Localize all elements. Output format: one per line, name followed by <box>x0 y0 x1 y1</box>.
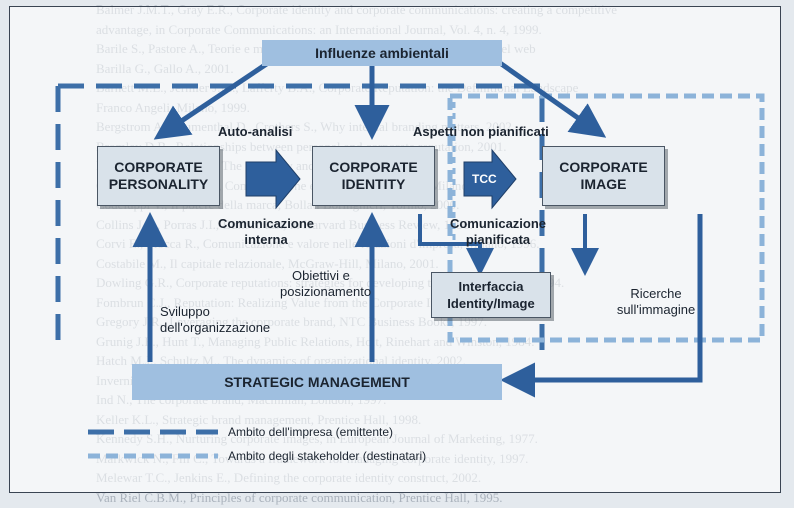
corporate-image-line2: IMAGE <box>580 176 627 192</box>
arrow-influenze-image <box>498 60 607 138</box>
block-arrow-tcc <box>463 148 517 210</box>
strategic-management-box: STRATEGIC MANAGEMENT <box>132 364 502 400</box>
corporate-image-box: CORPORATE IMAGE <box>542 146 665 206</box>
label-ricerche-immagine: Ricerche sull'immagine <box>610 286 702 318</box>
label-sviluppo-line2: dell'organizzazione <box>160 320 271 335</box>
background-text-line: Van Riel C.B.M., Principles of corporate… <box>96 489 503 505</box>
interfaccia-box: Interfaccia Identity/Image <box>431 272 551 318</box>
label-comunicazione-pianificata-line2: pianificata <box>465 232 531 247</box>
label-comunicazione-interna: Comunicazione interna <box>214 216 318 248</box>
corporate-image-line1: CORPORATE <box>559 159 648 175</box>
label-auto-analisi: Auto-analisi <box>218 124 293 139</box>
block-arrow-personality-identity <box>245 148 301 210</box>
interfaccia-line1: Interfaccia <box>458 279 524 294</box>
legend-company-scope: Ambito dell'impresa (emittente) <box>228 425 394 439</box>
label-tcc: TCC <box>472 172 497 186</box>
arrow-feedback-strategic <box>500 214 703 398</box>
label-aspetti-non-pianificati: Aspetti non pianificati <box>413 124 549 139</box>
label-ricerche-line1: Ricerche <box>630 286 682 301</box>
label-ricerche-line2: sull'immagine <box>616 302 696 317</box>
stakeholder-scope-boundary <box>447 93 765 343</box>
label-comunicazione-interna-line2: interna <box>244 232 288 247</box>
label-sviluppo-organizzazione: Sviluppo dell'organizzazione <box>160 304 270 336</box>
label-obiettivi-line1: Obiettivi e <box>292 268 350 283</box>
corporate-personality-box: CORPORATE PERSONALITY <box>97 146 220 206</box>
interfaccia-line2: Identity/Image <box>447 296 535 311</box>
label-comunicazione-pianificata-line1: Comunicazione <box>449 216 547 231</box>
company-scope-boundary <box>55 83 545 352</box>
arrow-identity-interfaccia <box>418 214 494 276</box>
corporate-personality-line1: CORPORATE <box>114 159 203 175</box>
legend-stakeholder-scope: Ambito degli stakeholder (destinatari) <box>228 449 427 463</box>
influenze-ambientali-box: Influenze ambientali <box>262 40 502 66</box>
arrow-influenze-personality <box>153 60 270 140</box>
label-comunicazione-interna-line1: Comunicazione <box>217 216 315 231</box>
corporate-identity-line1: CORPORATE <box>329 159 418 175</box>
corporate-identity-line2: IDENTITY <box>341 176 406 192</box>
corporate-identity-box: CORPORATE IDENTITY <box>312 146 435 206</box>
corporate-personality-line2: PERSONALITY <box>108 176 209 192</box>
label-obiettivi-line2: posizionamento <box>280 284 372 299</box>
label-sviluppo-line1: Sviluppo <box>160 304 210 319</box>
label-comunicazione-pianificata: Comunicazione pianificata <box>446 216 550 248</box>
label-obiettivi-posizionamento: Obiettivi e posizionamento <box>280 268 371 300</box>
